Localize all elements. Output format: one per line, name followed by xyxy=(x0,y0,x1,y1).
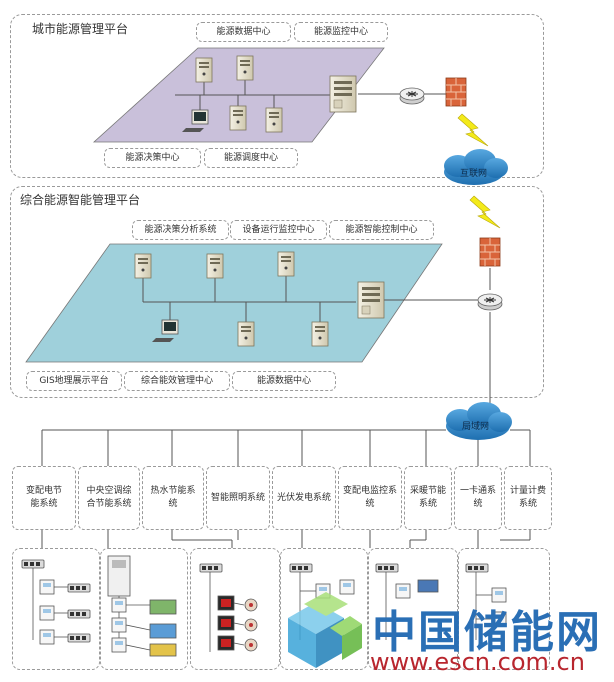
tag-decision-analysis: 能源决策分析系统 xyxy=(132,220,229,240)
server-icon xyxy=(134,253,152,279)
device-box-2 xyxy=(100,548,188,670)
system-label: 采暖节能系统 xyxy=(409,486,446,509)
server-icon xyxy=(265,107,283,133)
device-group-2 xyxy=(107,555,177,657)
city-energy-platform-title: 城市能源管理平台 xyxy=(32,22,129,36)
tag-gis-platform: GIS地理展示平台 xyxy=(26,371,122,391)
tag-energy-data-center-2: 能源数据中心 xyxy=(232,371,336,391)
server-icon xyxy=(311,321,329,347)
watermark-url: www.escn.com.cn xyxy=(370,648,585,676)
system-box-substation-monitoring: 变配电监控系统 xyxy=(338,466,402,530)
server-icon xyxy=(195,57,213,83)
device-box-1 xyxy=(12,548,100,670)
device-group-6 xyxy=(465,563,507,640)
integrated-platform-plane xyxy=(25,243,443,363)
device-box-6 xyxy=(458,548,550,670)
system-box-metering-billing: 计量计费系统 xyxy=(504,466,552,530)
lan-cloud-icon xyxy=(446,402,512,440)
wireless-link-icon xyxy=(469,195,501,229)
device-group-1 xyxy=(21,559,91,645)
internet-cloud-icon xyxy=(444,149,508,185)
router-icon xyxy=(477,293,503,311)
watermark-name: 中国储能网 xyxy=(372,607,602,658)
server-icon xyxy=(206,253,224,279)
tag-equipment-monitoring: 设备运行监控中心 xyxy=(230,220,327,240)
device-group-3 xyxy=(199,563,258,652)
device-box-5 xyxy=(368,548,458,670)
server-icon xyxy=(229,105,247,131)
system-label: 变配电节能系统 xyxy=(25,486,62,509)
system-box-substation-energy: 变配电节能系统 xyxy=(12,466,76,530)
system-label: 变配电监控系统 xyxy=(342,486,397,509)
device-box-3 xyxy=(190,548,280,670)
main-server-icon xyxy=(357,281,385,319)
city-platform-links xyxy=(175,80,446,110)
tag-efficiency-management: 综合能效管理中心 xyxy=(124,371,230,391)
lan-cloud-label: 局域网 xyxy=(462,422,490,432)
system-box-smart-card: 一卡通系统 xyxy=(454,466,502,530)
tag-energy-dispatch-center: 能源调度中心 xyxy=(204,148,298,168)
integrated-platform-links xyxy=(142,268,491,412)
main-server-icon xyxy=(329,75,357,113)
system-label: 热水节能系统 xyxy=(150,486,196,509)
device-box-4 xyxy=(280,548,368,670)
internet-cloud-label: 互联网 xyxy=(460,169,488,179)
tag-energy-decision-center: 能源决策中心 xyxy=(104,148,201,168)
firewall-icon xyxy=(479,237,501,267)
system-bus-links xyxy=(41,429,531,548)
router-icon xyxy=(399,87,425,105)
tag-energy-data-center: 能源数据中心 xyxy=(196,22,291,42)
tag-intelligent-control: 能源智能控制中心 xyxy=(329,220,434,240)
server-icon xyxy=(237,321,255,347)
system-box-heating: 采暖节能系统 xyxy=(404,466,452,530)
system-label: 光伏发电系统 xyxy=(276,492,331,503)
system-box-hot-water: 热水节能系统 xyxy=(142,466,204,530)
tag-energy-monitoring-center: 能源监控中心 xyxy=(294,22,388,42)
integrated-energy-platform-title: 综合能源智能管理平台 xyxy=(20,193,141,207)
system-box-hvac: 中央空调综合节能系统 xyxy=(78,466,140,530)
device-group-5 xyxy=(375,563,439,640)
watermark-logo xyxy=(288,592,362,668)
system-label: 智能照明系统 xyxy=(211,492,266,503)
system-box-lighting: 智能照明系统 xyxy=(206,466,270,530)
system-label: 一卡通系统 xyxy=(459,486,496,509)
server-icon xyxy=(277,251,295,277)
server-icon xyxy=(236,55,254,81)
system-box-photovoltaic: 光伏发电系统 xyxy=(272,466,336,530)
system-label: 计量计费系统 xyxy=(509,486,546,509)
firewall-icon xyxy=(445,77,467,107)
system-label: 中央空调综合节能系统 xyxy=(86,486,132,509)
wireless-link-icon xyxy=(457,113,489,147)
